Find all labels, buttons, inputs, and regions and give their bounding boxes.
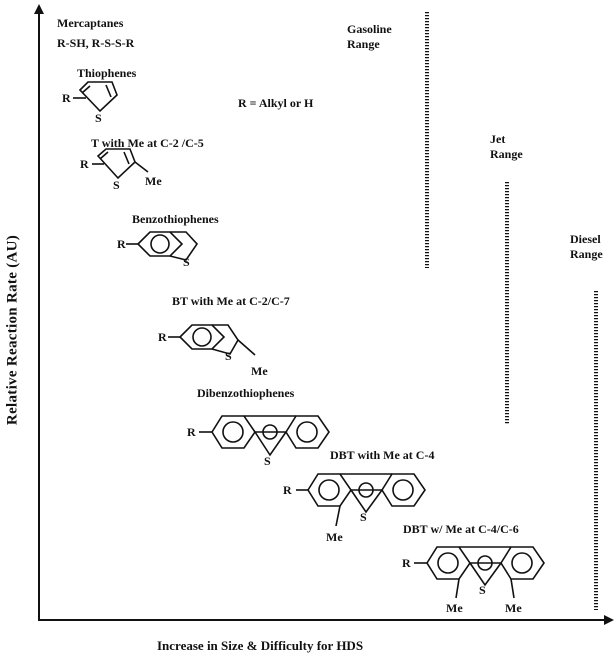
bt-me-label: BT with Me at C-2/C-7 <box>172 294 290 308</box>
s-label-dbt: S <box>264 454 271 468</box>
methyl-dbt-structure <box>296 473 426 527</box>
s-label-methylthiophene: S <box>113 178 120 192</box>
methylbenzothiophene-structure <box>168 324 256 356</box>
r-label-methylbenzothiophene: R <box>158 330 167 344</box>
diesel-label-line1: Diesel <box>570 232 601 246</box>
me-label-methyl-dbt: Me <box>326 530 343 544</box>
r-label-benzothiophene: R <box>117 237 126 251</box>
s-label-methylbenzothiophene: S <box>225 349 232 363</box>
dbt-me2-label: DBT w/ Me at C-4/C-6 <box>403 522 519 536</box>
s-label-dimethyl-dbt: S <box>479 583 486 597</box>
mercaptanes-name: Mercaptanes <box>57 16 124 30</box>
methylthiophene-structure <box>92 148 149 180</box>
t-me-label: T with Me at C-2 /C-5 <box>91 136 204 150</box>
r-label-dimethyl-dbt: R <box>402 556 411 570</box>
dibenzothiophenes-label: Dibenzothiophenes <box>197 386 295 400</box>
r-label-dbt: R <box>187 425 196 439</box>
jet-label-line2: Range <box>490 147 523 161</box>
me-label-dimethyl-dbt-right: Me <box>505 601 522 615</box>
benzothiophenes-label: Benzothiophenes <box>132 212 219 226</box>
diesel-label-line2: Range <box>570 247 603 261</box>
r-definition-label: R = Alkyl or H <box>238 96 314 110</box>
gasoline-label-line1: Gasoline <box>347 22 392 36</box>
mercaptanes-formula: R-SH, R-S-S-R <box>57 36 135 50</box>
gasoline-range-label: Gasoline Range <box>347 22 392 52</box>
me-label-methylthiophene: Me <box>145 174 162 188</box>
thiophene-structure <box>73 81 118 113</box>
diesel-range-label: Diesel Range <box>570 232 603 262</box>
x-axis-label: Increase in Size & Difficulty for HDS <box>157 638 364 653</box>
jet-range-label: Jet Range <box>490 132 523 162</box>
dibenzothiophene-structure <box>199 415 330 457</box>
s-label-methyl-dbt: S <box>360 510 367 524</box>
s-label-thiophene: S <box>95 111 102 125</box>
r-label-methyl-dbt: R <box>283 483 292 497</box>
s-label-benzothiophene: S <box>183 255 190 269</box>
dbt-me-label: DBT with Me at C-4 <box>330 448 435 462</box>
me-label-dimethyl-dbt-left: Me <box>446 601 463 615</box>
benzothiophene-structure <box>126 231 199 261</box>
thiophenes-label: Thiophenes <box>77 66 137 80</box>
gasoline-label-line2: Range <box>347 37 380 51</box>
me-label-methylbenzothiophene: Me <box>251 364 268 378</box>
dimethyl-dbt-structure <box>414 546 545 599</box>
mercaptanes-label: Mercaptanes R-SH, R-S-S-R <box>57 16 134 51</box>
jet-label-line1: Jet <box>490 132 506 146</box>
r-label-thiophene: R <box>62 91 71 105</box>
r-label-methylthiophene: R <box>80 157 89 171</box>
